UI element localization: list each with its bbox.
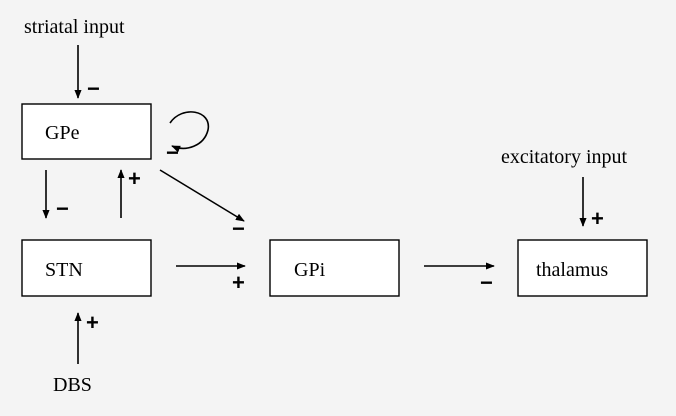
gpi-to-thalamus-sign: −	[480, 270, 493, 295]
dbs-to-stn-sign: +	[86, 310, 99, 335]
thalamus-label: thalamus	[536, 259, 608, 281]
striatal-to-gpe-sign: −	[87, 76, 100, 101]
stn-label: STN	[45, 259, 83, 281]
gpe-to-gpi-arrow	[159, 169, 245, 222]
gpe-to-gpi-sign: −	[232, 216, 245, 241]
stn-to-gpi-sign: +	[232, 270, 245, 295]
gpe-self-loop-arrow	[169, 111, 209, 153]
gpi-label: GPi	[294, 259, 326, 281]
stn-to-gpe-sign: +	[128, 166, 141, 191]
dbs-label: DBS	[53, 374, 92, 396]
striatal-input-label: striatal input	[24, 16, 125, 38]
gpe-node	[21, 103, 152, 160]
excitatory-input-label: excitatory input	[501, 146, 628, 168]
gpe-self-sign: −	[166, 140, 179, 165]
thalamus-node	[517, 239, 648, 297]
excitatory-to-thalamus-sign: +	[591, 206, 604, 231]
gpe-to-stn-sign: −	[56, 196, 69, 221]
gpe-label: GPe	[45, 122, 80, 144]
gpi-node	[269, 239, 400, 297]
stn-node	[21, 239, 152, 297]
